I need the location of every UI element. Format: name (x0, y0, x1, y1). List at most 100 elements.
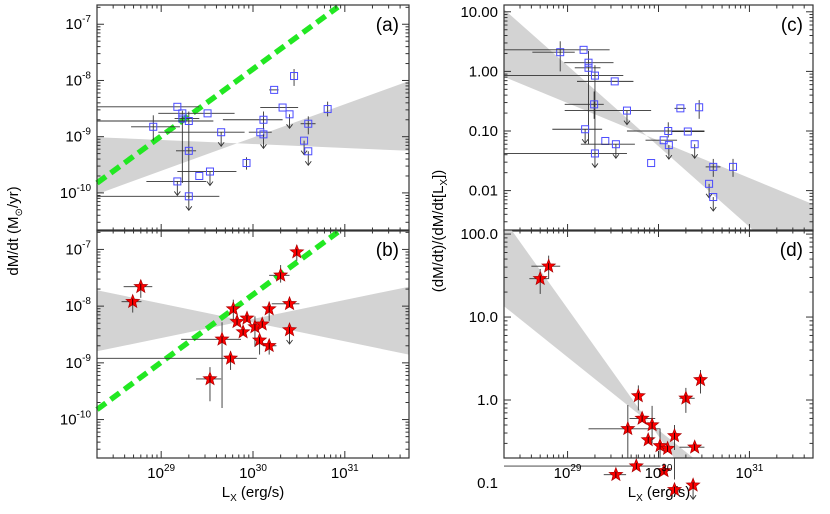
fit-confidence-band (504, 230, 649, 422)
data-point (529, 268, 549, 294)
square-marker (184, 117, 193, 126)
x-tick-label: 1031 (736, 463, 764, 482)
fit-confidence-band (244, 286, 409, 355)
upper-limit-arrowhead (286, 124, 293, 130)
data-point (131, 115, 180, 141)
panel-a: 10-710-810-910-10(a) (60, 4, 410, 232)
data-point (692, 370, 709, 394)
data-point (304, 147, 313, 167)
fit-confidence-band (97, 137, 238, 195)
data-point (588, 405, 661, 458)
square-marker (242, 159, 251, 168)
data-point (196, 367, 222, 402)
square-marker (664, 126, 673, 135)
plot-area (95, 229, 409, 412)
square-marker (590, 100, 599, 109)
upper-limit-arrowhead (689, 494, 697, 500)
upper-limit-arrowhead (300, 150, 308, 156)
data-point (666, 424, 683, 450)
data-point (644, 405, 660, 444)
x-tick-label: 1029 (554, 463, 582, 482)
data-point (564, 106, 652, 126)
square-marker (300, 136, 309, 145)
data-point (630, 385, 646, 411)
fit-confidence-band (646, 135, 813, 231)
y-axis-label-right: (dM/dt)/(dM/dt[LX]) (430, 170, 450, 293)
data-point (532, 41, 575, 72)
y-tick-label: 100.0 (460, 226, 498, 243)
upper-limit-arrowhead (304, 161, 312, 167)
square-marker (709, 162, 718, 171)
data-point (504, 149, 627, 169)
data-point (601, 136, 610, 145)
y-tick-label: 10-8 (65, 70, 91, 89)
data-point (664, 141, 673, 160)
plot-area (504, 9, 813, 231)
square-marker (584, 63, 593, 72)
upper-limit-arrowhead (591, 163, 599, 169)
x-axis-label-left: LX (erg/s) (222, 484, 285, 504)
data-point (300, 136, 309, 156)
square-marker (270, 85, 279, 94)
data-point (647, 159, 656, 168)
square-marker (217, 128, 226, 137)
square-marker (659, 136, 668, 145)
data-point (121, 293, 142, 313)
upper-limit-arrowhead (581, 138, 589, 144)
square-marker (683, 127, 692, 136)
data-point (671, 127, 705, 136)
data-point (222, 111, 283, 129)
data-point (242, 157, 251, 170)
data-point (678, 387, 695, 413)
square-marker (556, 48, 565, 57)
upper-limit-arrowhead (217, 141, 225, 147)
data-point (203, 109, 212, 118)
data-point (695, 100, 704, 119)
square-marker (601, 136, 610, 145)
data-point (225, 299, 241, 320)
data-point (629, 410, 656, 425)
data-point (259, 130, 268, 150)
plot-area (504, 230, 709, 500)
square-marker (584, 58, 593, 67)
y-tick-label: 0.01 (469, 183, 498, 200)
square-marker (695, 103, 704, 112)
square-marker (323, 105, 332, 114)
data-point (690, 140, 699, 159)
y-tick-label: 10-10 (60, 410, 92, 429)
fit-confidence-band (237, 81, 409, 151)
data-point (97, 102, 200, 111)
data-point (323, 101, 332, 117)
data-point (271, 295, 300, 311)
data-point (603, 466, 627, 482)
data-point (679, 439, 705, 454)
square-marker (664, 141, 673, 150)
square-marker (203, 109, 212, 118)
data-point (504, 454, 661, 473)
y-axis-label-left: dM/dt (M⊙/yr) (5, 186, 25, 275)
data-point (660, 440, 676, 456)
upper-limit-arrowhead (612, 153, 620, 159)
square-marker (173, 177, 182, 186)
data-point (574, 63, 601, 72)
panel-label: (d) (780, 240, 803, 261)
upper-limit-arrowhead (286, 339, 293, 345)
square-marker (304, 119, 313, 128)
square-marker (178, 114, 187, 123)
upper-limit-arrowhead (173, 191, 181, 197)
y-tick-label: 10-10 (60, 183, 92, 202)
ticks (96, 5, 410, 231)
data-point (97, 111, 214, 199)
square-marker (676, 104, 685, 113)
y-tick-label: 10-7 (65, 14, 91, 33)
data-point (97, 192, 220, 212)
data-point (685, 477, 701, 500)
data-point (674, 104, 686, 113)
square-marker (709, 193, 718, 202)
data-point (251, 332, 268, 355)
square-marker (729, 162, 738, 171)
data-point (705, 158, 721, 177)
data-point (504, 65, 624, 155)
square-marker (285, 110, 294, 119)
